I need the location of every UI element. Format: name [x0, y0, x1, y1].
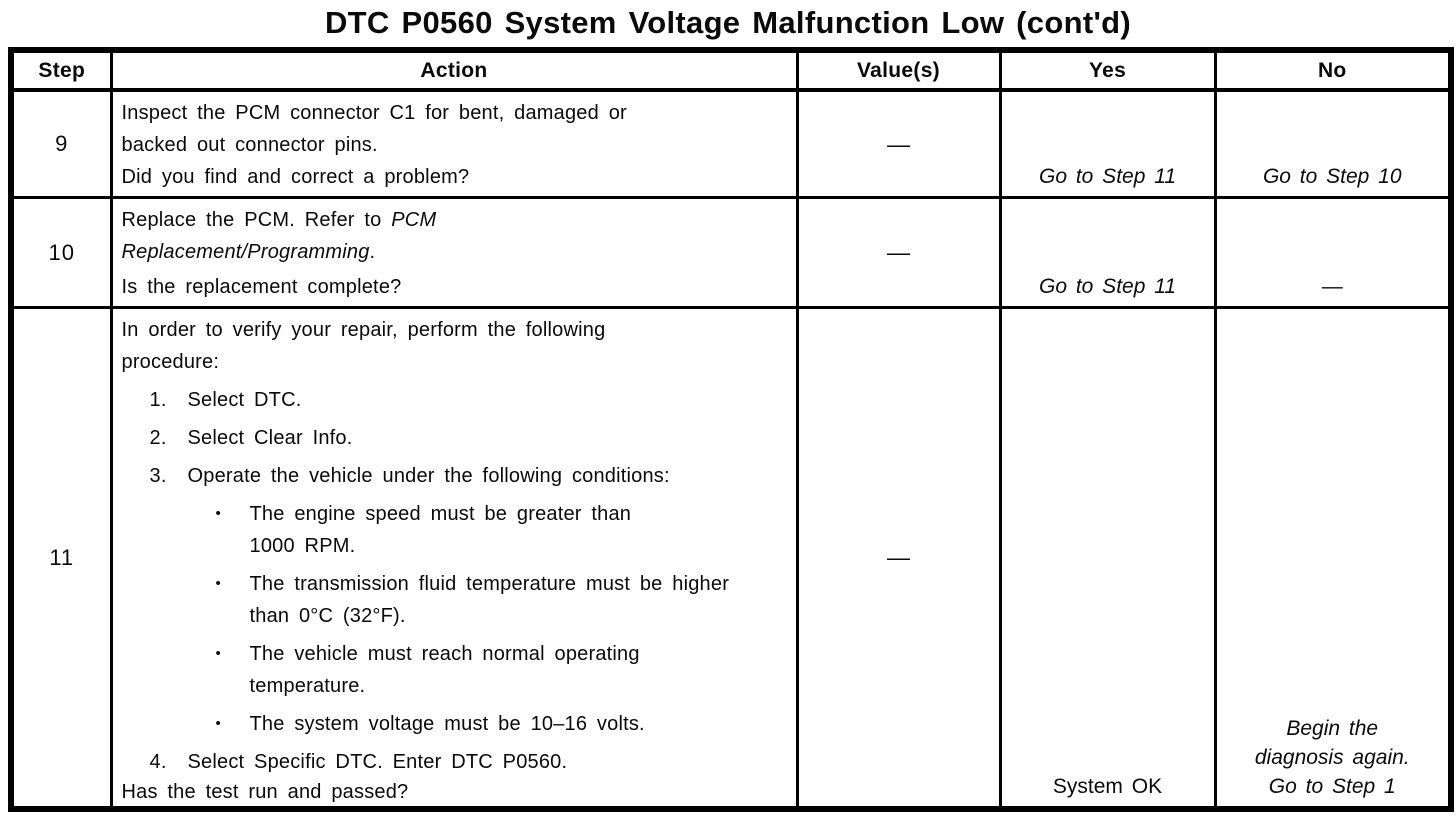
value-cell: — [795, 306, 1002, 811]
table-row-step-11: 11 In order to verify your repair, perfo… [9, 306, 1453, 811]
bullet-text: The system voltage must be 10–16 volts. [250, 708, 645, 740]
question-text: Did you find and correct a problem? [121, 166, 470, 188]
action-text: Inspect the PCM connector C1 for bent, d… [122, 97, 790, 161]
header-values: Value(s) [795, 48, 1002, 92]
action-line: Replacement/Programming. [122, 236, 790, 268]
header-yes: Yes [998, 48, 1217, 92]
item-text: Operate the vehicle under the following … [188, 460, 670, 492]
value-cell: — [795, 88, 1002, 199]
bullet-line: The vehicle must reach normal operating [249, 643, 640, 665]
action-text: Replace the PCM. Refer to PCM Replacemen… [122, 204, 790, 268]
bullet-line: than 0°C (32°F). [249, 605, 406, 627]
action-text-italic: Replacement/Programming [121, 241, 370, 263]
no-cell: — [1213, 196, 1453, 309]
bullet-item: • The system voltage must be 10–16 volts… [122, 708, 790, 740]
action-cell: In order to verify your repair, perform … [109, 306, 799, 811]
bullet-icon: • [215, 715, 221, 732]
bullet-line: The engine speed must be greater than [249, 503, 632, 525]
no-line: Go to Step 1 [1268, 775, 1396, 798]
action-content: In order to verify your repair, perform … [122, 314, 790, 803]
item-number: 3. [149, 465, 167, 487]
bullet-text: The vehicle must reach normal operating … [250, 638, 640, 702]
question-text: Has the test run and passed? [121, 781, 409, 803]
page-title: DTC P0560 System Voltage Malfunction Low… [325, 5, 1131, 40]
no-line: diagnosis again. [1254, 746, 1410, 769]
action-text-italic: PCM [391, 209, 437, 231]
item-line: Select Specific DTC. Enter DTC P0560. [187, 751, 568, 773]
item-text: Select DTC. [188, 384, 302, 416]
item-number: 2. [149, 427, 167, 449]
item-line: Operate the vehicle under the following … [187, 465, 670, 487]
table-row-step-9: 9 Inspect the PCM connector C1 for bent,… [9, 88, 1453, 199]
bullet-icon: • [215, 505, 221, 522]
step-number: 9 [9, 88, 113, 199]
value-cell: — [795, 196, 1002, 309]
item-line: Select Clear Info. [187, 427, 353, 449]
action-line: Inspect the PCM connector C1 for bent, d… [121, 102, 627, 124]
action-content: Replace the PCM. Refer to PCM Replacemen… [122, 204, 790, 301]
header-no: No [1213, 48, 1453, 92]
bullet-text: The engine speed must be greater than 10… [250, 498, 632, 562]
bullet-item: • The engine speed must be greater than … [122, 498, 790, 562]
step-number: 11 [9, 306, 113, 811]
yes-cell: System OK [998, 306, 1217, 811]
no-line: Begin the [1286, 717, 1379, 740]
header-step: Step [9, 48, 113, 92]
bullet-item: • The transmission fluid temperature mus… [122, 568, 790, 632]
item-number: 1. [149, 389, 167, 411]
item-number: 4. [149, 751, 167, 773]
intro-line: procedure: [121, 351, 220, 373]
action-line: backed out connector pins. [121, 134, 378, 156]
bullet-line: The system voltage must be 10–16 volts. [249, 713, 645, 735]
item-text: Select Specific DTC. Enter DTC P0560. [188, 746, 568, 778]
action-text-segment: Replace the PCM. Refer to [121, 209, 392, 231]
bullet-icon: • [215, 645, 221, 662]
header-row: Step Action Value(s) Yes No [9, 48, 1453, 92]
numbered-item: 2. Select Clear Info. [122, 422, 790, 454]
action-line: Replace the PCM. Refer to PCM [122, 204, 790, 236]
bullet-line: temperature. [249, 675, 366, 697]
bullet-line: The transmission fluid temperature must … [249, 573, 730, 595]
bullet-line: 1000 RPM. [249, 535, 356, 557]
no-cell: Go to Step 10 [1213, 88, 1453, 199]
question-text: Is the replacement complete? [121, 276, 402, 298]
no-cell: Begin the diagnosis again. Go to Step 1 [1213, 306, 1453, 811]
bullet-icon: • [215, 575, 221, 592]
step-number: 10 [9, 196, 113, 309]
item-line: Select DTC. [187, 389, 302, 411]
intro-line: In order to verify your repair, perform … [121, 319, 606, 341]
numbered-item: 1. Select DTC. [122, 384, 790, 416]
numbered-item: 3. Operate the vehicle under the followi… [122, 460, 790, 492]
numbered-item: 4. Select Specific DTC. Enter DTC P0560. [122, 746, 790, 778]
table-row-step-10: 10 Replace the PCM. Refer to PCM Replace… [9, 196, 1453, 309]
bullet-item: • The vehicle must reach normal operatin… [122, 638, 790, 702]
action-content: Inspect the PCM connector C1 for bent, d… [122, 97, 790, 191]
action-cell: Replace the PCM. Refer to PCM Replacemen… [109, 196, 799, 309]
diagnostic-table: Step Action Value(s) Yes No 9 Inspect th… [8, 47, 1454, 812]
item-text: Select Clear Info. [188, 422, 353, 454]
procedure-block: In order to verify your repair, perform … [122, 314, 790, 778]
action-text-segment: . [369, 241, 376, 263]
yes-cell: Go to Step 11 [998, 88, 1217, 199]
yes-cell: Go to Step 11 [998, 196, 1217, 309]
action-cell: Inspect the PCM connector C1 for bent, d… [109, 88, 799, 199]
bullet-text: The transmission fluid temperature must … [250, 568, 730, 632]
header-action: Action [109, 48, 799, 92]
